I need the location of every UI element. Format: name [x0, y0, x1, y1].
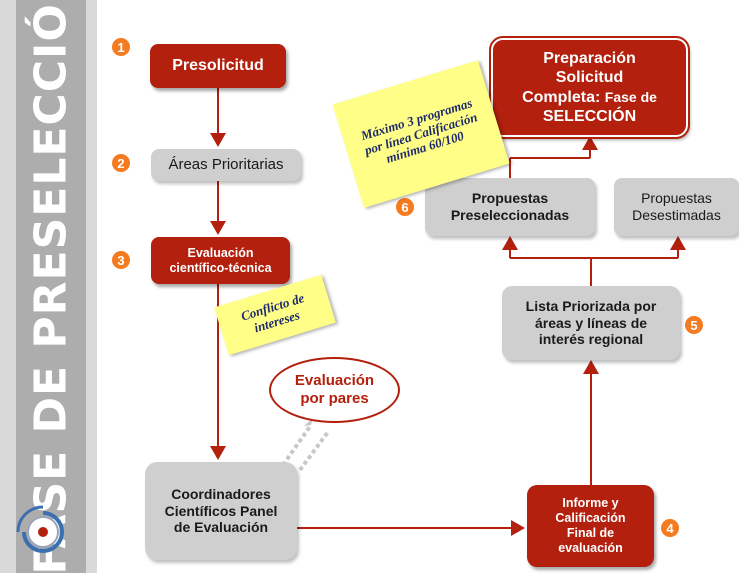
step-number-5: 5	[685, 316, 703, 334]
node-areas-prioritarias: Áreas Prioritarias	[151, 149, 301, 181]
node-propuestas-desestimadas: Propuestas Desestimadas	[614, 178, 739, 236]
preparacion-line-mid: Completa: Fase de	[522, 88, 657, 107]
logo-icon	[16, 505, 64, 553]
preparacion-fase: Fase de	[604, 88, 657, 105]
preparacion-completa: Completa:	[522, 88, 601, 106]
preparacion-line-bottom: SELECCIÓN	[542, 107, 637, 125]
node-evaluacion-cientifico-tecnica: Evaluación científico-técnica	[151, 237, 290, 284]
step-number-6: 6	[396, 198, 414, 216]
step-number-3: 3	[112, 251, 130, 269]
node-informe-calificacion: Informe y Calificación Final de evaluaci…	[527, 485, 654, 567]
step-number-2: 2	[112, 154, 130, 172]
sidebar-band	[16, 0, 86, 573]
preparacion-line-top: Preparación Solicitud	[543, 50, 636, 87]
step-number-1: 1	[112, 38, 130, 56]
node-evaluacion-por-pares: Evaluación por pares	[269, 357, 400, 423]
sidebar: FASE DE PRESELECCIÓN	[0, 0, 97, 575]
step-number-4: 4	[661, 519, 679, 537]
node-propuestas-preseleccionadas: Propuestas Preseleccionadas	[425, 178, 595, 236]
node-preparacion-solicitud: Preparación Solicitud Completa: Fase de …	[489, 36, 690, 139]
node-lista-priorizada: Lista Priorizada por áreas y líneas de i…	[502, 286, 680, 360]
node-presolicitud: Presolicitud	[150, 44, 286, 88]
node-coordinadores: Coordinadores Científicos Panel de Evalu…	[145, 462, 297, 560]
